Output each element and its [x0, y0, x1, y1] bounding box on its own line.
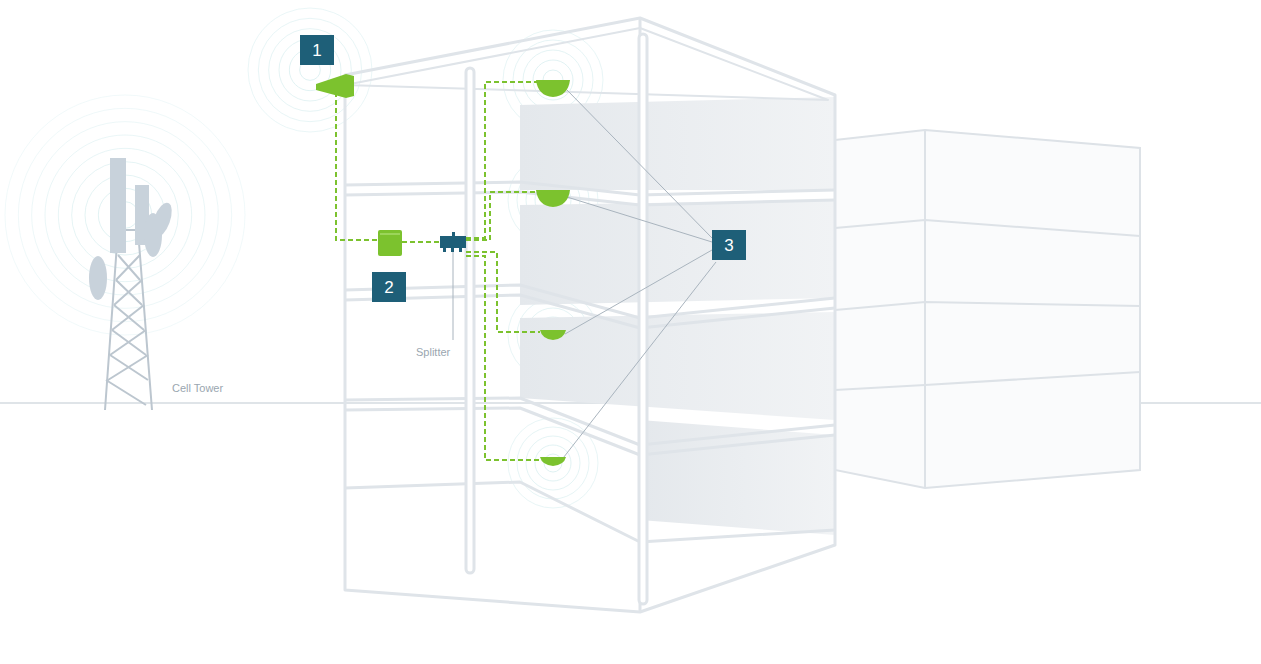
callout-box: 3 [712, 230, 746, 260]
callout-box: 2 [372, 272, 406, 302]
callout-box: 1 [300, 35, 334, 65]
callout-number: 2 [384, 279, 393, 296]
part-label: Cell Tower [170, 382, 225, 394]
callout-number: 1 [312, 42, 321, 59]
part-label: Splitter [414, 346, 452, 358]
callout-number: 3 [724, 237, 733, 254]
